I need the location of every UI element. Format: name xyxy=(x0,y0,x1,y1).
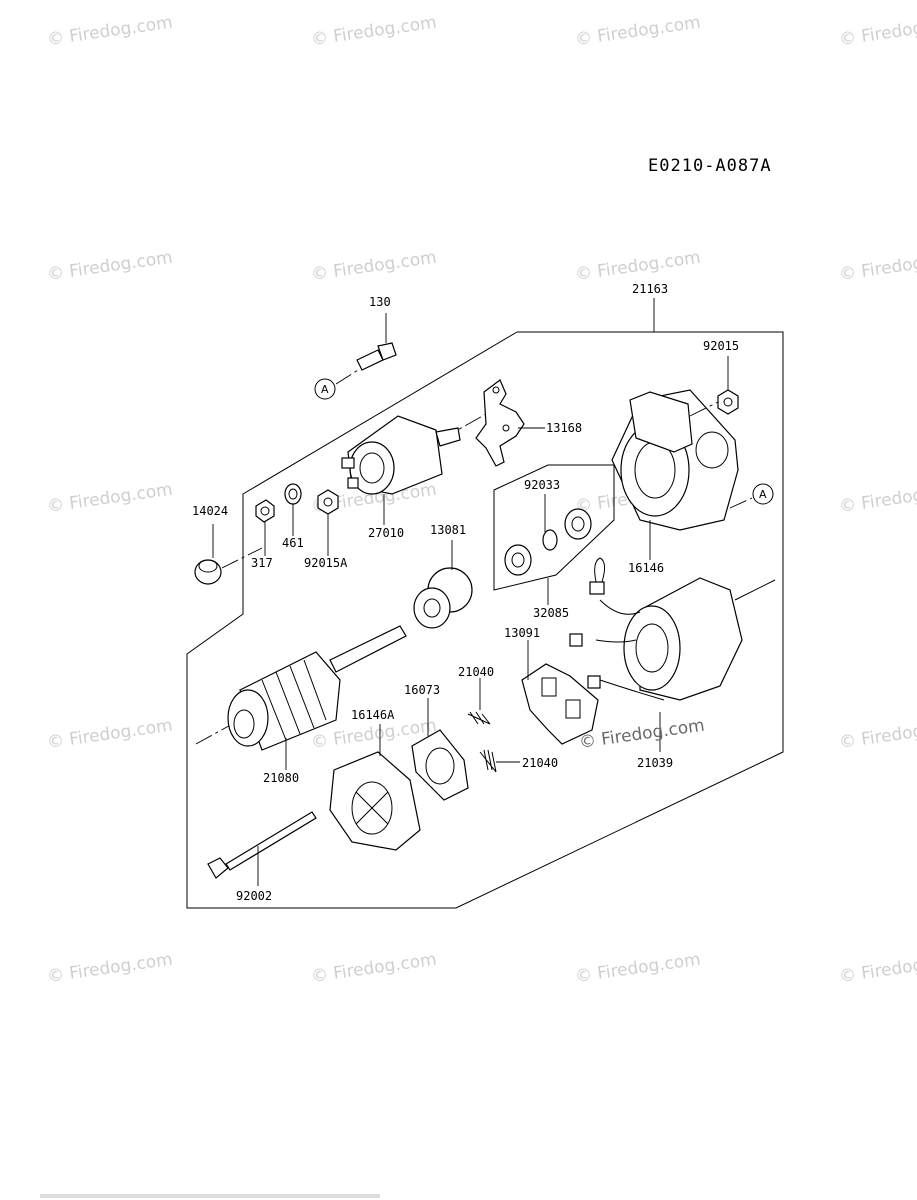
label-21163: 21163 xyxy=(632,282,668,296)
group-92033 xyxy=(504,494,592,605)
watermark: © Firedog.com xyxy=(310,248,438,285)
ref-marker-text: A xyxy=(321,383,329,396)
watermark: © Firedog.com xyxy=(574,13,702,50)
label-14024: 14024 xyxy=(192,504,228,518)
label-317: 317 xyxy=(251,556,273,570)
centerline-92015 xyxy=(689,401,719,417)
watermark: © Firedog.com xyxy=(574,950,702,987)
washer-461 xyxy=(284,483,302,536)
label-13168: 13168 xyxy=(546,421,582,435)
label-16146: 16146 xyxy=(628,561,664,575)
watermark: © Firedog.com xyxy=(46,480,174,517)
watermark: © Firedog.com xyxy=(310,950,438,987)
pinion-13081 xyxy=(413,540,473,629)
ref-marker-a-right: A xyxy=(752,483,774,505)
diagram-code: E0210-A087A xyxy=(648,156,772,176)
label-32085: 32085 xyxy=(533,606,569,620)
label-21039: 21039 xyxy=(637,756,673,770)
label-27010: 27010 xyxy=(368,526,404,540)
watermark: © Firedog.com xyxy=(310,13,438,50)
watermark: © Firedog.com xyxy=(838,248,917,285)
watermark-overlay: © Firedog.com xyxy=(578,716,706,753)
cover-16146a xyxy=(329,724,421,851)
centerline-130 xyxy=(335,369,359,385)
watermark: © Firedog.com xyxy=(46,950,174,987)
watermark: © Firedog.com xyxy=(838,716,917,753)
bolt-92002 xyxy=(207,811,317,886)
label-21040-top: 21040 xyxy=(458,665,494,679)
watermark-grid: © Firedog.com © Firedog.com © Firedog.co… xyxy=(46,13,917,987)
subassembly-box-92033 xyxy=(493,464,615,591)
label-92015a: 92015A xyxy=(304,556,348,570)
label-92015: 92015 xyxy=(703,339,739,353)
ref-marker-text: A xyxy=(759,488,767,501)
centerline-a-right xyxy=(729,497,753,509)
label-130: 130 xyxy=(369,295,391,309)
spring-21040-top xyxy=(467,678,491,725)
label-21080: 21080 xyxy=(263,771,299,785)
label-461: 461 xyxy=(282,536,304,550)
label-21040-bottom: 21040 xyxy=(522,756,558,770)
armature-21080 xyxy=(195,625,407,770)
nut-92015 xyxy=(717,356,739,415)
bolt-130 xyxy=(356,313,397,371)
ref-marker-a-left: A xyxy=(314,378,336,400)
label-92033: 92033 xyxy=(524,478,560,492)
housing-16146 xyxy=(611,389,739,560)
nut-317 xyxy=(255,499,275,556)
footer-strip xyxy=(40,1194,380,1198)
watermark: © Firedog.com xyxy=(838,13,917,50)
watermark: © Firedog.com xyxy=(838,950,917,987)
label-92002: 92002 xyxy=(236,889,272,903)
lever-13168 xyxy=(475,379,545,467)
brush-holder-13091 xyxy=(521,640,599,745)
label-13081: 13081 xyxy=(430,523,466,537)
solenoid-27010 xyxy=(341,415,461,525)
watermark: © Firedog.com xyxy=(46,248,174,285)
plate-16073 xyxy=(411,698,469,801)
watermark: © Firedog.com xyxy=(838,480,917,517)
assembly-boundary xyxy=(186,331,784,909)
centerline-14024 xyxy=(221,547,263,569)
cap-14024 xyxy=(194,524,222,585)
spring-21040-bottom xyxy=(479,749,520,773)
watermark: © Firedog.com xyxy=(574,248,702,285)
yoke-21039 xyxy=(569,557,776,752)
watermark: © Firedog.com xyxy=(46,13,174,50)
label-16073: 16073 xyxy=(404,683,440,697)
label-13091: 13091 xyxy=(504,626,540,640)
label-16146a: 16146A xyxy=(351,708,395,722)
watermark: © Firedog.com xyxy=(46,716,174,753)
nut-92015a xyxy=(317,489,339,556)
